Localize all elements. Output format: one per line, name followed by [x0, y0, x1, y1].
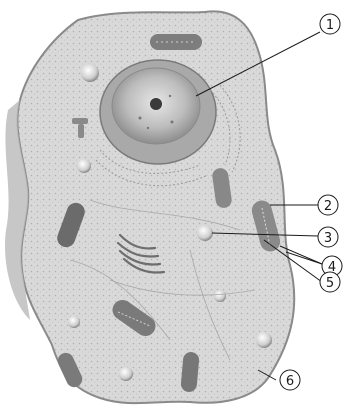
mitochondrion-top: [150, 34, 202, 50]
vesicle-right-bottom: [214, 290, 226, 302]
vesicle-lower-left: [68, 316, 80, 328]
svg-text:5: 5: [326, 276, 334, 291]
svg-text:2: 2: [324, 199, 332, 214]
vesicle: [197, 225, 213, 241]
vesicle-top-left: [81, 64, 99, 82]
svg-text:1: 1: [326, 18, 334, 33]
vesicle-bottom: [119, 367, 133, 381]
vesicle-lower-right: [256, 332, 272, 348]
nucleus: [100, 60, 216, 164]
nucleolus: [150, 98, 162, 110]
callout-label-2: 2: [318, 195, 338, 215]
vesicle-left: [77, 159, 91, 173]
svg-text:6: 6: [286, 374, 294, 389]
callout-label-3: 3: [318, 227, 338, 247]
callout-line-4b: [286, 252, 322, 264]
callout-label-1: 1: [320, 14, 340, 34]
callout-label-5: 5: [320, 272, 340, 292]
callout-label-6: 6: [280, 370, 300, 390]
svg-text:3: 3: [324, 231, 332, 246]
